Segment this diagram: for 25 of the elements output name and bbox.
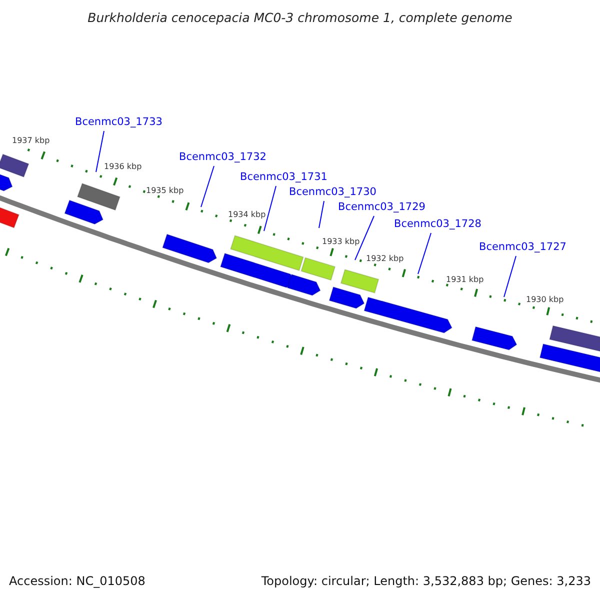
gene-label: Bcenmc03_1728 (394, 218, 482, 231)
footer-text: Accession: NC_010508 (9, 574, 146, 588)
gene-label: Bcenmc03_1730 (289, 186, 376, 199)
leader-line (318, 200, 324, 228)
gene-label: Bcenmc03_1731 (240, 171, 328, 184)
gene-label: Bcenmc03_1727 (479, 241, 566, 254)
scale-label: 1935 kbp (146, 186, 184, 196)
scale-label: 1937 kbp (12, 136, 50, 146)
leader-line (354, 216, 374, 260)
title: Burkholderia cenocepacia MC0-3 chromosome 1, complete genome (86, 10, 514, 25)
scale-label: 1936 kbp (104, 162, 142, 172)
leader-line (96, 130, 104, 172)
scale-label: 1933 kbp (322, 237, 360, 247)
scale-label: 1932 kbp (366, 254, 404, 264)
leader-line (504, 256, 516, 298)
leader-line (418, 232, 432, 274)
scale-label: 1930 kbp (526, 295, 564, 305)
gene-label: Bcenmc03_1732 (179, 151, 266, 164)
leader-line (264, 186, 276, 232)
scale-label: 1931 kbp (446, 275, 484, 285)
leader-line (200, 166, 214, 208)
gene-label: Bcenmc03_1733 (75, 116, 162, 129)
footer-text: Topology: circular; Length: 3,532,883 bp; Genes: 3,233 (261, 574, 591, 588)
scale-label: 1934 kbp (228, 210, 266, 220)
gene-label: Bcenmc03_1729 (338, 201, 426, 214)
